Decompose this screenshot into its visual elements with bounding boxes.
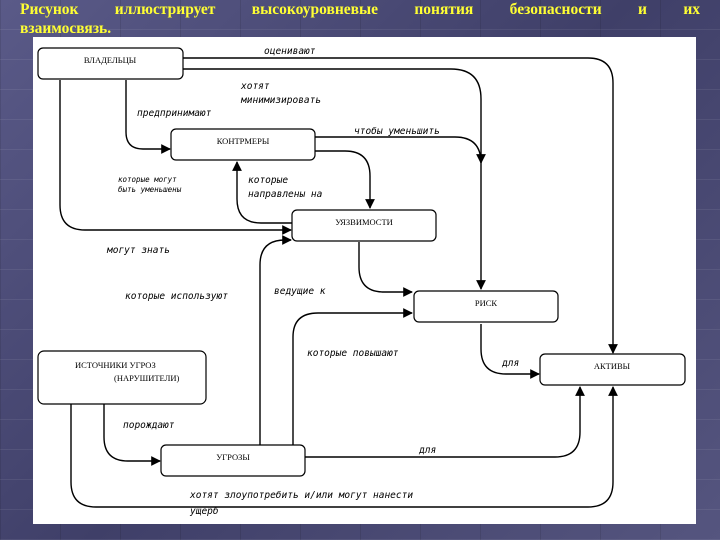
box-threat-agents-label-2: (НАРУШИТЕЛИ) — [114, 373, 180, 383]
box-assets-label: АКТИВЫ — [594, 361, 631, 371]
box-threats-frame — [160, 444, 306, 477]
edge-owners-impose-countermeasures — [125, 80, 171, 154]
label-directed-at-2: направлены на — [248, 189, 323, 200]
label-may-be-reduced-2: быть уменьшены — [118, 185, 182, 194]
edge-countermeasures-reduce-risk — [315, 136, 486, 164]
box-assets: АКТИВЫ — [539, 353, 686, 386]
label-impose: предпринимают — [137, 108, 212, 119]
label-to-assets: для — [418, 445, 436, 456]
label-to-risk: для — [501, 358, 519, 369]
box-countermeasures-label: КОНТРМЕРЫ — [217, 136, 270, 146]
label-leading-to: ведущие к — [274, 286, 326, 297]
label-directed-at-1: которые — [248, 175, 288, 186]
edge-countermeasures-vulnerabilities — [315, 150, 375, 209]
box-vulnerabilities: УЯЗВИМОСТИ — [291, 209, 437, 242]
edge-threats-increase-risk — [292, 308, 413, 445]
box-risk: РИСК — [413, 290, 559, 323]
edge-owners-aware-vulnerabilities — [59, 80, 292, 235]
label-wish-abuse-1: хотят злоупотребить и/или могут нанести — [189, 490, 413, 501]
label-wish-abuse-2: ущерб — [189, 506, 219, 517]
box-threat-agents: ИСТОЧНИКИ УГРОЗ (НАРУШИТЕЛИ) — [37, 350, 207, 405]
security-concepts-diagram: ВЛАДЕЛЬЦЫ КОНТРМЕРЫ УЯЗВИМОСТИ РИСК АКТИ… — [37, 46, 686, 517]
edge-agents-give-rise-threats — [103, 404, 161, 466]
box-owners: ВЛАДЕЛЬЦЫ — [37, 47, 184, 80]
box-threats-label: УГРОЗЫ — [216, 452, 250, 462]
edge-threats-exploit-vulnerabilities — [259, 235, 292, 445]
box-countermeasures-frame — [170, 128, 316, 161]
label-value: оценивают — [264, 46, 316, 57]
heading-line-2: взаимосвязь. — [20, 20, 112, 37]
diagram-panel: ВЛАДЕЛЬЦЫ КОНТРМЕРЫ УЯЗВИМОСТИ РИСК АКТИ… — [33, 37, 696, 524]
edge-owners-value-assets — [183, 57, 618, 354]
box-threat-agents-frame — [37, 350, 207, 405]
label-give-rise: порождают — [123, 420, 175, 431]
edge-vulnerabilities-reduced-countermeasures — [232, 161, 292, 224]
label-wish-minimise-2: минимизировать — [240, 95, 321, 106]
heading-line-1: Рисунок иллюстрирует высокоуровневые пон… — [20, 1, 700, 18]
edge-risk-to-assets — [480, 324, 540, 379]
box-owners-label: ВЛАДЕЛЬЦЫ — [84, 55, 137, 65]
slide-heading: Рисунок иллюстрирует высокоуровневые пон… — [20, 0, 700, 38]
box-vulnerabilities-frame — [291, 209, 437, 242]
edge-agents-abuse-assets — [70, 386, 618, 508]
box-countermeasures: КОНТРМЕРЫ — [170, 128, 316, 161]
edge-labels: оценивают хотят минимизировать предприни… — [106, 46, 519, 517]
edge-threats-to-assets — [305, 386, 585, 458]
box-vulnerabilities-label: УЯЗВИМОСТИ — [335, 217, 393, 227]
box-threat-agents-label-1: ИСТОЧНИКИ УГРОЗ — [75, 360, 156, 370]
edge-owners-minimise-risk — [183, 68, 486, 290]
label-that-increase: которые повышают — [307, 348, 399, 359]
box-owners-frame — [37, 47, 184, 80]
box-assets-frame — [539, 353, 686, 386]
box-risk-label: РИСК — [475, 298, 498, 308]
label-wish-minimise-1: хотят — [240, 81, 270, 92]
label-that-exploit: которые используют — [125, 291, 228, 302]
label-may-be-reduced-1: которые могут — [118, 175, 177, 184]
label-to-reduce: чтобы уменьшить — [354, 126, 440, 137]
box-risk-frame — [413, 290, 559, 323]
label-may-be-aware: могут знать — [106, 245, 170, 256]
box-threats: УГРОЗЫ — [160, 444, 306, 477]
edge-vulnerabilities-leading-risk — [358, 242, 413, 297]
connectors — [59, 57, 618, 508]
